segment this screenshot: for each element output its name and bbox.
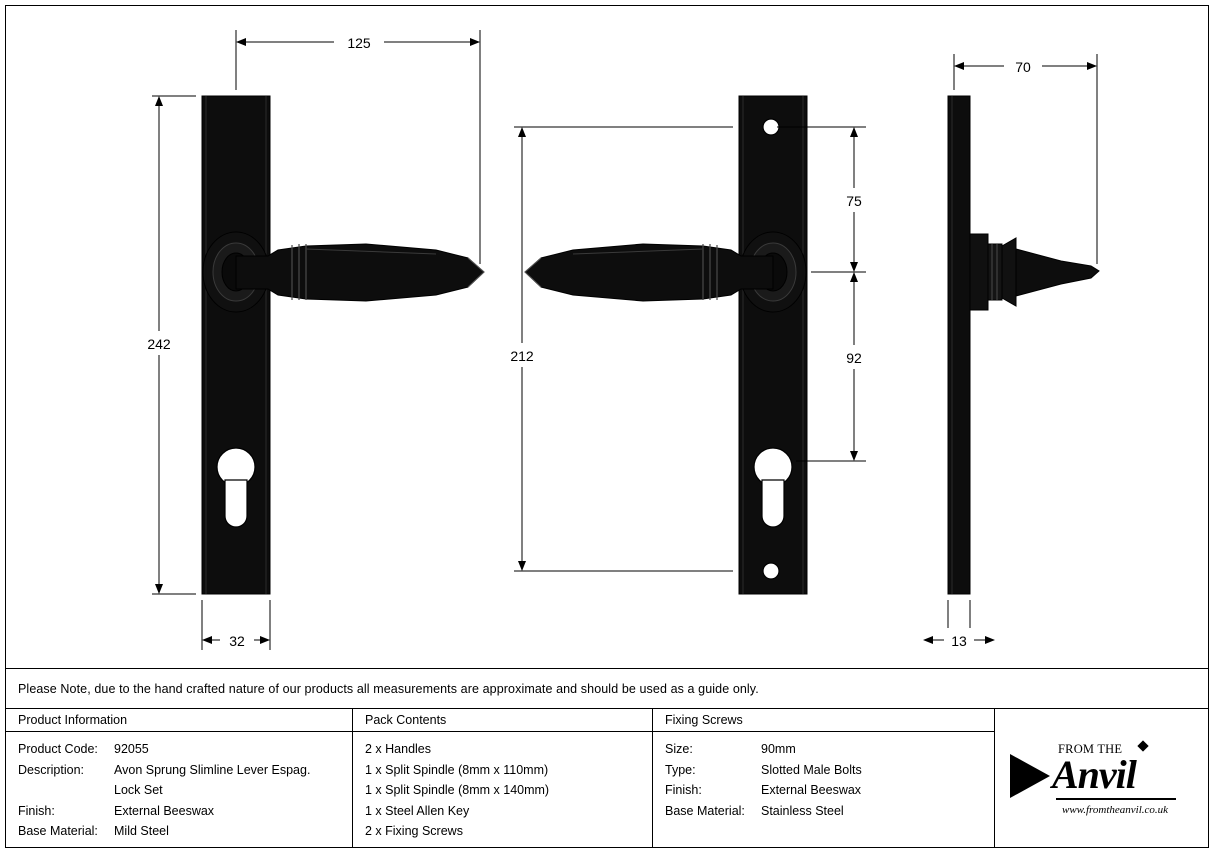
table-row: Base Material: Mild Steel [18,821,352,842]
description-label: Description: [18,762,84,777]
product-information-header: Product Information [6,709,352,732]
list-item: 1 x Split Spindle (8mm x 110mm) [365,762,549,777]
table-row: Size: 90mm [665,739,994,760]
measurement-note: Please Note, due to the hand crafted nat… [6,668,1208,708]
list-item: 2 x Fixing Screws [365,824,463,838]
drawing-sheet: 125 242 32 [5,5,1209,848]
logo-url-text: www.fromtheanvil.co.uk [1062,803,1169,816]
list-item: 1 x Steel Allen Key [365,803,470,818]
screw-size-label: Size: [665,742,693,756]
logo-underline [1056,797,1176,800]
screw-type-label: Type: [665,762,696,777]
brand-logo: FROM THE Anvil www.fromtheanvil.co.uk [995,709,1207,848]
table-row: Product Code: 92055 [18,739,352,760]
logo-anvil-text: Anvil [1052,751,1137,797]
drawing-svg: 125 242 32 [139,30,1100,652]
dim-plate-thickness: 13 [951,633,967,649]
dim-spindle-to-top: 75 [846,193,862,209]
dim-backplate-width: 32 [229,633,245,649]
product-information-body: Product Code: 92055 Description: Avon Sp… [6,732,352,842]
screw-type-value: Slotted Male Bolts [761,762,862,777]
dim-lever-projection: 125 [347,35,371,51]
diamond-icon [1137,739,1149,752]
screw-base-material-value: Stainless Steel [761,803,844,818]
screw-size-value: 90mm [761,742,796,756]
product-information-column: Product Information Product Code: 92055 … [6,709,353,847]
finish-label: Finish: [18,803,55,818]
table-row: Finish: External Beeswax [665,780,994,801]
fixing-screws-body: Size: 90mm Type: Slotted Male Bolts Fini… [653,732,994,821]
pack-contents-body: 2 x Handles 1 x Split Spindle (8mm x 110… [353,732,652,842]
screw-base-material-label: Base Material: [665,803,745,818]
fixing-screws-column: Fixing Screws Size: 90mm Type: Slotted M… [653,709,995,847]
logo-artwork: FROM THE Anvil www.fromtheanvil.co.uk [1006,724,1196,834]
pack-contents-column: Pack Contents 2 x Handles 1 x Split Spin… [353,709,653,847]
screw-finish-label: Finish: [665,783,702,797]
pack-contents-header: Pack Contents [353,709,652,732]
table-row: Finish: External Beeswax [18,801,352,822]
table-row: Description: Avon Sprung Slimline Lever … [18,760,352,781]
fixing-screws-header: Fixing Screws [653,709,994,732]
product-code-value: 92055 [114,742,149,756]
base-material-value: Mild Steel [114,824,169,838]
technical-drawing: 125 242 32 [6,6,1208,668]
description-value-continued: Lock Set [114,783,163,797]
description-value: Avon Sprung Slimline Lever Espag. [114,762,311,777]
table-row: Base Material: Stainless Steel [665,801,994,822]
dim-spindle-to-cylinder: 92 [846,350,862,366]
list-item: 1 x Split Spindle (8mm x 140mm) [365,783,550,797]
product-code-label: Product Code: [18,742,98,756]
table-row: Type: Slotted Male Bolts [665,760,994,781]
brand-logo-column: FROM THE Anvil www.fromtheanvil.co.uk [995,709,1207,847]
info-table: Product Information Product Code: 92055 … [6,708,1208,847]
list-item: 2 x Handles [365,742,432,756]
dim-backplate-length: 242 [147,336,171,352]
anvil-wedge-icon [1010,753,1050,798]
base-material-label: Base Material: [18,824,98,838]
table-row: . Lock Set [18,780,352,801]
screw-finish-value: External Beeswax [761,783,862,797]
measurement-note-text: Please Note, due to the hand crafted nat… [18,681,759,696]
logo-from-the-text: FROM THE [1058,741,1123,756]
dim-plate-length-rear: 212 [510,348,534,364]
dim-handle-projection: 70 [1015,59,1031,75]
finish-value: External Beeswax [114,803,215,818]
